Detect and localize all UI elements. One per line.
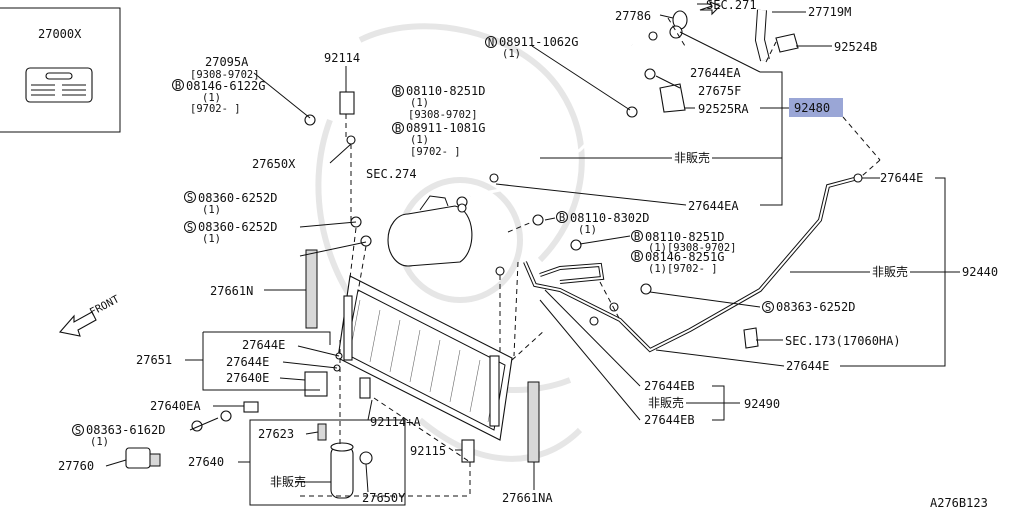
label-27640ea: 27640EA	[150, 399, 201, 413]
svg-text:(1): (1)	[202, 233, 221, 245]
diagram-ref-code: A276B123	[930, 496, 988, 510]
svg-text:B: B	[395, 123, 401, 135]
svg-text:B: B	[559, 212, 565, 224]
label-sec274: SEC.274	[366, 167, 417, 181]
svg-text:(1): (1)	[202, 92, 221, 104]
condenser	[337, 275, 513, 441]
pressure-switch	[125, 447, 161, 469]
highlight-92480	[789, 98, 843, 117]
label-not-sold-2: 非販売	[872, 264, 908, 279]
label-92490: 92490	[744, 397, 780, 411]
svg-text:N: N	[488, 37, 494, 49]
svg-text:(1): (1)	[202, 204, 221, 216]
label-27650y: 27650Y	[362, 491, 406, 505]
label-front: FRONT	[88, 293, 122, 319]
svg-text:B: B	[634, 231, 640, 243]
svg-text:[9702- ]: [9702- ]	[410, 146, 461, 158]
front-arrow-icon	[58, 311, 97, 337]
label-08146-8251g: 08146-8251G	[645, 250, 724, 264]
label-08363-6252d: 08363-6252D	[776, 300, 855, 314]
label-27644e-2: 27644E	[226, 355, 269, 369]
label-27095a: 27095A	[205, 55, 249, 69]
label-08363-6162d: 08363-6162D	[86, 423, 165, 437]
leader-lines	[105, 3, 960, 506]
label-27650x: 27650X	[252, 157, 296, 171]
label-not-sold-4: 非販売	[648, 395, 684, 410]
label-27760: 27760	[58, 459, 94, 473]
label-27675f: 27675F	[698, 84, 741, 98]
svg-text:S: S	[187, 222, 193, 234]
label-27661n: 27661N	[210, 284, 253, 298]
label-08110-8302d: 08110-8302D	[570, 211, 649, 225]
label-27644e-right: 27644E	[880, 171, 923, 185]
discharge-hose	[469, 44, 642, 198]
label-08911-1062g: 08911-1062G	[499, 35, 578, 49]
svg-text:S: S	[187, 192, 193, 204]
svg-text:S: S	[75, 425, 81, 437]
label-27661na: 27661NA	[502, 491, 553, 505]
receiver-drier	[317, 423, 354, 499]
seal-27661n	[305, 249, 318, 329]
label-27644e-1: 27644E	[242, 338, 285, 352]
svg-text:B: B	[634, 251, 640, 263]
svg-text:(1): (1)	[410, 97, 429, 109]
label-08110-8251d-b: 08110-8251D	[645, 230, 724, 244]
svg-text:(1): (1)	[90, 436, 109, 448]
label-sec173: SEC.173(17060HA)	[785, 334, 901, 348]
label-08360-6252d-2: 08360-6252D	[198, 220, 277, 234]
label-92440: 92440	[962, 265, 998, 279]
svg-text:(1): (1)	[502, 48, 521, 60]
svg-text:[9702- ]: [9702- ]	[190, 103, 241, 115]
svg-text:(1): (1)	[410, 134, 429, 146]
label-27640e: 27640E	[226, 371, 269, 385]
label-08360-6252d-1: 08360-6252D	[198, 191, 277, 205]
svg-text:[9308-9702]: [9308-9702]	[190, 69, 260, 81]
label-27000x: 27000X	[38, 27, 82, 41]
small-parts	[191, 10, 863, 465]
label-92524b: 92524B	[834, 40, 877, 54]
label-not-sold-3: 非販売	[270, 474, 306, 489]
label-27719m: 27719M	[808, 5, 851, 19]
label-08146-6122g: 08146-6122G	[186, 79, 265, 93]
seal-27661na	[527, 381, 540, 463]
label-sec271: SEC.271	[706, 0, 757, 12]
label-27644ea-1: 27644EA	[690, 66, 741, 80]
part-labels: 27000X 27095A [9308-9702] 08146-6122G (1…	[38, 0, 998, 510]
label-27644eb-1: 27644EB	[644, 379, 695, 393]
suction-hose	[754, 9, 770, 62]
compressor	[387, 195, 473, 267]
svg-text:(1)[9702- ]: (1)[9702- ]	[648, 263, 718, 275]
svg-text:[9308-9702]: [9308-9702]	[408, 109, 478, 121]
label-27640: 27640	[188, 455, 224, 469]
label-08911-1081g: 08911-1081G	[406, 121, 485, 135]
label-inset-box	[0, 7, 121, 133]
label-27644eb-2: 27644EB	[644, 413, 695, 427]
label-92525ra: 92525RA	[698, 102, 749, 116]
assembly-dashed-lines	[300, 17, 881, 497]
svg-text:(1)[9308-9702]: (1)[9308-9702]	[648, 242, 737, 254]
svg-text:B: B	[175, 80, 181, 92]
label-27644e-bottom: 27644E	[786, 359, 829, 373]
sec271-arrow-icon	[699, 0, 721, 16]
label-92114a: 92114+A	[370, 415, 421, 429]
svg-text:B: B	[395, 86, 401, 98]
label-92480: 92480	[794, 101, 830, 115]
label-27786: 27786	[615, 9, 651, 23]
circled-marks: B B B N S S B B B S S	[72, 36, 774, 437]
svg-text:(1): (1)	[578, 224, 597, 236]
high-pressure-pipe	[539, 262, 605, 284]
label-not-sold-1: 非販売	[674, 150, 710, 165]
label-27644ea-2: 27644EA	[688, 199, 739, 213]
label-92115: 92115	[410, 444, 446, 458]
svg-text:S: S	[765, 302, 771, 314]
label-92114: 92114	[324, 51, 360, 65]
label-27651: 27651	[136, 353, 172, 367]
label-27623: 27623	[258, 427, 294, 441]
low-pressure-pipe	[523, 176, 859, 353]
label-08110-8251d-a: 08110-8251D	[406, 84, 485, 98]
